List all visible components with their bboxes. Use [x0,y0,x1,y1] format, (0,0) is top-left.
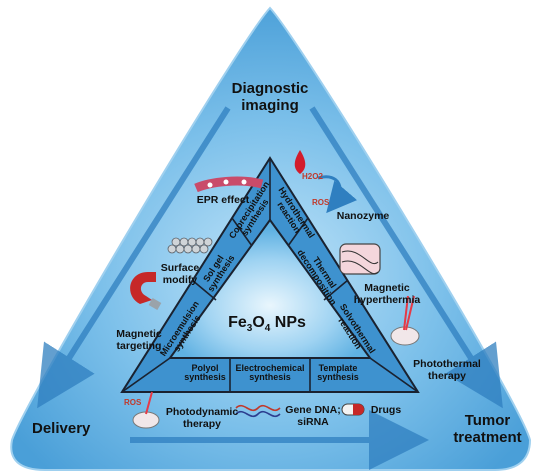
epr-effect-icon [194,176,264,193]
h2o2-label: H2O2 [302,172,323,181]
segment-dividers [121,158,419,393]
mouse-photodynamic-icon [132,391,160,429]
corner-label-tumor-treatment: Tumor treatment [453,412,522,447]
arrow-top-to-left [37,106,231,409]
surface-modify-icon [167,237,213,254]
magnet-icon [130,272,162,310]
app-label-magnetic-targeting: Magnetic targeting [116,328,162,353]
app-label-gene-dna-sirna: Gene DNA; siRNA [285,404,341,429]
mouse-photothermal-icon [390,295,420,346]
ros-label-bottom: ROS [124,398,142,407]
ros-label-top: ROS [312,198,330,207]
corner-label-diagnostic-imaging: Diagnostic imaging [231,80,309,115]
drug-capsule-icon [341,403,365,416]
app-label-photodynamic-therapy: Photodynamic therapy [165,406,239,431]
synthesis-template: Template synthesis [317,363,359,383]
dna-icon [235,404,281,418]
arrow-top-to-right [309,106,503,409]
center-title-fe3o4-nps: Fe3O4 NPs [228,314,306,335]
app-label-drugs: Drugs [370,404,402,416]
synthesis-electrochemical: Electrochemical synthesis [235,363,305,383]
corner-label-delivery: Delivery [32,420,91,437]
app-label-magnetic-hyperthermia: Magnetic hyperthermia [353,282,421,307]
app-label-surface-modify: Surface modify [160,262,200,287]
app-label-epr-effect: EPR effect [196,194,250,206]
magnetic-hyperthermia-icon [339,243,381,275]
synthesis-triangle-inner [168,218,372,359]
app-label-photothermal-therapy: Photothermal therapy [413,358,481,383]
nanozyme-icon [294,150,358,214]
app-label-nanozyme: Nanozyme [336,210,390,222]
synthesis-polyol: Polyol synthesis [184,363,226,383]
